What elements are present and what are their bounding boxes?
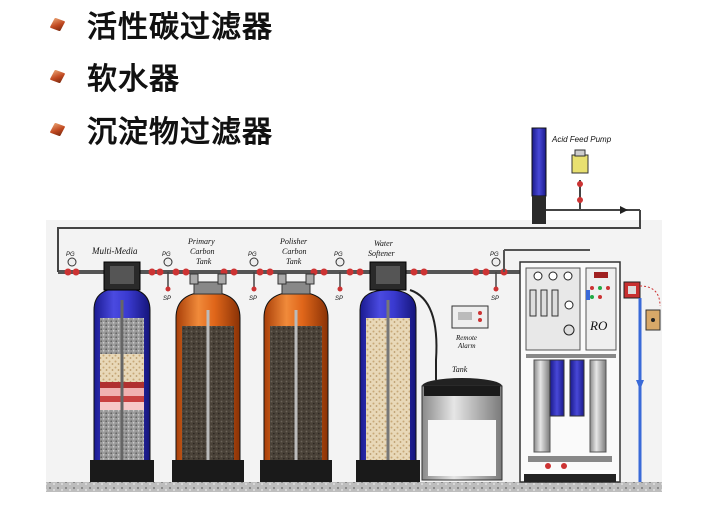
- sp-labels: SP SP SP SP: [163, 296, 499, 302]
- pg-labels: PG PG PG PG PG: [66, 252, 499, 258]
- pg-label: PG: [490, 252, 499, 258]
- polisher-carbon-label: Tank: [286, 257, 302, 266]
- ro-unit: RO: [503, 249, 621, 483]
- polisher-carbon-label: Polisher: [279, 237, 308, 246]
- water-softener-label: Softener: [368, 249, 396, 258]
- bullet-item: 沉淀物过滤器: [52, 104, 273, 154]
- primary-carbon-label: Tank: [196, 257, 212, 266]
- pg-label: PG: [162, 252, 171, 258]
- pg-label: PG: [66, 252, 75, 258]
- top-return-pipe: [57, 210, 641, 260]
- pg-label: PG: [334, 252, 343, 258]
- remote-alarm-label: Alarm: [457, 342, 476, 350]
- sample-ports: [165, 272, 499, 292]
- bullet-text: 沉淀物过滤器: [87, 115, 273, 150]
- water-softener-tank: Water Softener: [356, 239, 420, 482]
- acid-feed-pump-label: Acid Feed Pump: [551, 135, 612, 144]
- multi-media-label: Multi-Media: [91, 246, 138, 256]
- pressure-gauges: [67, 257, 501, 267]
- brine-line: [409, 289, 438, 380]
- bullet-text: 软水器: [87, 62, 180, 97]
- sp-label: SP: [249, 296, 257, 302]
- remote-alarm: Remote Alarm: [451, 305, 489, 350]
- bullet-item: 活性碳过滤器: [52, 0, 273, 48]
- water-softener-label: Water: [374, 239, 394, 248]
- primary-carbon-tank: Primary Carbon Tank: [172, 237, 244, 482]
- sp-label: SP: [163, 296, 171, 302]
- product-panel: [623, 281, 661, 482]
- bullet-list: 活性碳过滤器 软水器 沉淀物过滤器: [52, 0, 273, 154]
- bullet-text: 活性碳过滤器: [87, 10, 273, 45]
- brine-tank: Tank: [421, 365, 503, 481]
- tank-label: Tank: [452, 365, 468, 374]
- polisher-carbon-tank: Polisher Carbon Tank: [260, 237, 332, 482]
- polisher-carbon-label: Carbon: [282, 247, 306, 256]
- primary-carbon-label: Carbon: [190, 247, 214, 256]
- pg-label: PG: [248, 252, 257, 258]
- ro-label: RO: [589, 318, 608, 333]
- remote-alarm-label: Remote: [455, 334, 477, 342]
- multi-media-tank: Multi-Media: [90, 246, 154, 482]
- bullet-item: 软水器: [52, 48, 273, 104]
- floor: [46, 482, 662, 492]
- sp-label: SP: [335, 296, 343, 302]
- acid-feed-pump: Acid Feed Pump: [531, 127, 640, 224]
- valves: [64, 268, 508, 276]
- sp-label: SP: [491, 296, 499, 302]
- primary-carbon-label: Primary: [187, 237, 215, 246]
